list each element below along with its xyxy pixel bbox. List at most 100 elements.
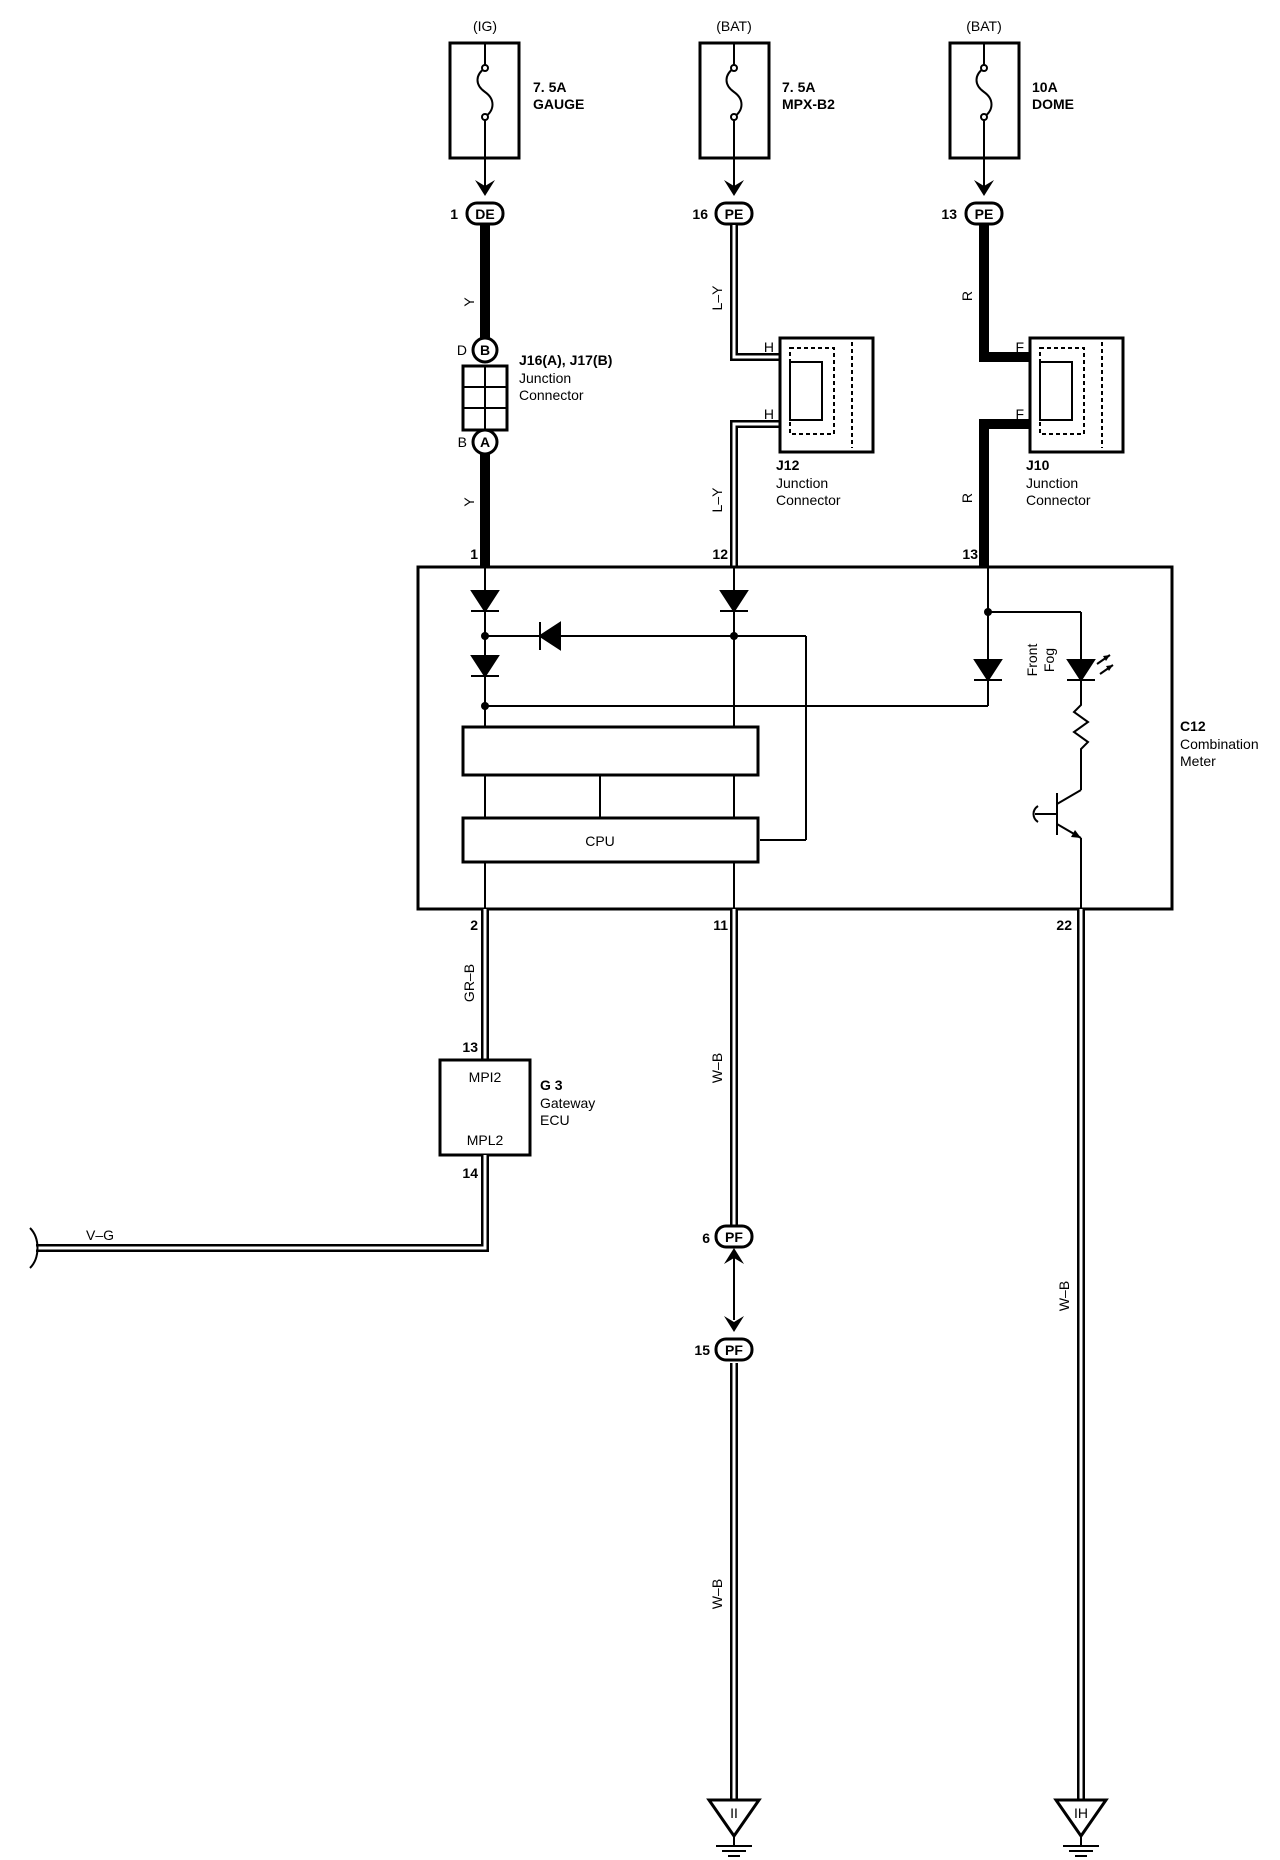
fuse-dome-name: DOME	[1032, 96, 1074, 112]
gateway-line2: ECU	[540, 1112, 570, 1128]
meter-pin-2: 2	[470, 917, 478, 933]
connector-pe-dome-pin: 13	[941, 206, 957, 222]
meter-id: C12	[1180, 718, 1206, 734]
wire-v-g	[29, 1155, 489, 1269]
ground-ih-label: IH	[1074, 1805, 1088, 1821]
j10-id: J10	[1026, 457, 1050, 473]
wire-color-gr-b: GR–B	[461, 964, 477, 1002]
junction-j16-j17: B D A B J16(A), J17(B) Junction Connecto…	[457, 336, 612, 456]
wire-color-y-lower: Y	[461, 497, 477, 507]
meter-pin-12: 12	[712, 546, 728, 562]
diode-3	[538, 621, 561, 651]
gateway-line1: Gateway	[540, 1095, 595, 1111]
gateway-pin-13: 13	[462, 1039, 478, 1055]
fuse-gauge-symbol	[476, 43, 494, 158]
j16-line1: Junction	[519, 370, 571, 386]
fuse-gauge: (IG) 7. 5A GAUGE	[448, 18, 584, 160]
junction-j10: F F J10 Junction Connector	[1015, 336, 1125, 508]
gateway-ecu-box	[438, 1058, 532, 1157]
ground-ii-label: II	[730, 1805, 738, 1821]
j12-pin-bottom: H	[764, 406, 774, 422]
wire-color-v-g: V–G	[86, 1227, 114, 1243]
connector-pf-top-pin: 6	[702, 1230, 710, 1246]
meter-line2: Meter	[1180, 753, 1216, 769]
meter-pin-1: 1	[470, 546, 478, 562]
j12-pin-top: H	[764, 339, 774, 355]
fuse-mpx-b2-supply: (BAT)	[716, 18, 752, 34]
j12-id: J12	[776, 457, 800, 473]
wire-color-w-b-right: W–B	[1056, 1281, 1072, 1311]
j10-pin-bottom: F	[1015, 406, 1024, 422]
wire-color-w-b-low: W–B	[709, 1579, 725, 1609]
connector-pf-bottom-code: PF	[725, 1342, 743, 1358]
j12-line1: Junction	[776, 475, 828, 491]
connector-pe-b2: 16 PE	[692, 201, 754, 226]
front-label: Front	[1024, 644, 1040, 677]
meter-pin-22: 22	[1056, 917, 1072, 933]
combination-meter: 1 12 13 2 11 22 C12 Combination Meter	[416, 546, 1259, 933]
connector-pe-dome-code: PE	[975, 206, 994, 222]
wire-color-y-upper: Y	[461, 297, 477, 307]
wire-color-ly-lower: L–Y	[709, 487, 725, 513]
fuse-gauge-supply: (IG)	[473, 18, 497, 34]
gateway-id: G 3	[540, 1077, 563, 1093]
fuse-gauge-rating: 7. 5A	[533, 79, 566, 95]
j16-top-code: B	[480, 342, 490, 358]
ground-ih: IH	[1053, 1798, 1109, 1857]
wire-color-r-upper: R	[959, 291, 975, 301]
j16-bottom-code: A	[480, 434, 490, 450]
gateway-terminal-mpi2: MPI2	[469, 1069, 502, 1085]
meter-cpu	[461, 816, 760, 864]
fuse-dome-symbol	[975, 43, 993, 158]
diode-1	[470, 590, 500, 613]
wire-r	[979, 225, 1030, 567]
meter-ic-block	[461, 725, 760, 777]
gateway-terminal-mpl2: MPL2	[467, 1132, 504, 1148]
fuse-mpx-b2-symbol	[725, 43, 743, 158]
connector-de: 1 DE	[450, 201, 505, 226]
fuse-mpx-b2-name: MPX-B2	[782, 96, 835, 112]
fuse-mpx-b2-rating: 7. 5A	[782, 79, 815, 95]
wire-color-w-b-mid: W–B	[709, 1053, 725, 1083]
fuse-dome-supply: (BAT)	[966, 18, 1002, 34]
wire-color-r-lower: R	[959, 493, 975, 503]
j10-line1: Junction	[1026, 475, 1078, 491]
meter-pin-11: 11	[713, 917, 728, 933]
fuse-gauge-name: GAUGE	[533, 96, 584, 112]
meter-line1: Combination	[1180, 736, 1259, 752]
wire-l-y	[730, 225, 780, 567]
fuse-leads	[475, 158, 994, 196]
junction-j12: H H J12 Junction Connector	[764, 336, 875, 508]
connector-pf-bottom: 15 PF	[694, 1316, 754, 1362]
j10-pin-top: F	[1015, 339, 1024, 355]
fuse-dome-rating: 10A	[1032, 79, 1058, 95]
diode-5	[973, 659, 1003, 682]
connector-pe-b2-code: PE	[725, 206, 744, 222]
connector-pe-dome: 13 PE	[941, 201, 1004, 226]
j16-top-pin: D	[457, 342, 467, 358]
j10-line2: Connector	[1026, 492, 1091, 508]
connector-pf-top-code: PF	[725, 1229, 743, 1245]
connector-de-pin: 1	[450, 206, 458, 222]
meter-pin-13: 13	[962, 546, 978, 562]
fuse-dome: (BAT) 10A DOME	[948, 18, 1074, 160]
transistor	[1032, 789, 1082, 909]
fuse-mpx-b2: (BAT) 7. 5A MPX-B2	[698, 18, 835, 160]
connector-pf-bottom-pin: 15	[694, 1342, 710, 1358]
diode-2	[470, 655, 500, 678]
connector-pf-top: 6 PF	[702, 1224, 754, 1320]
gateway-ecu: 13 MPI2 MPL2 14 G 3 Gateway ECU	[438, 1039, 595, 1181]
j16-line2: Connector	[519, 387, 584, 403]
gateway-pin-14: 14	[462, 1165, 478, 1181]
wire-color-ly-upper: L–Y	[709, 285, 725, 311]
j12-line2: Connector	[776, 492, 841, 508]
resistor	[1072, 680, 1090, 790]
j16-title: J16(A), J17(B)	[519, 352, 612, 368]
connector-pe-b2-pin: 16	[692, 206, 708, 222]
meter-cpu-label: CPU	[585, 833, 615, 849]
fog-label: Fog	[1041, 648, 1057, 672]
j16-bottom-pin: B	[458, 434, 467, 450]
ground-ii: II	[706, 1798, 762, 1857]
connector-de-code: DE	[475, 206, 494, 222]
